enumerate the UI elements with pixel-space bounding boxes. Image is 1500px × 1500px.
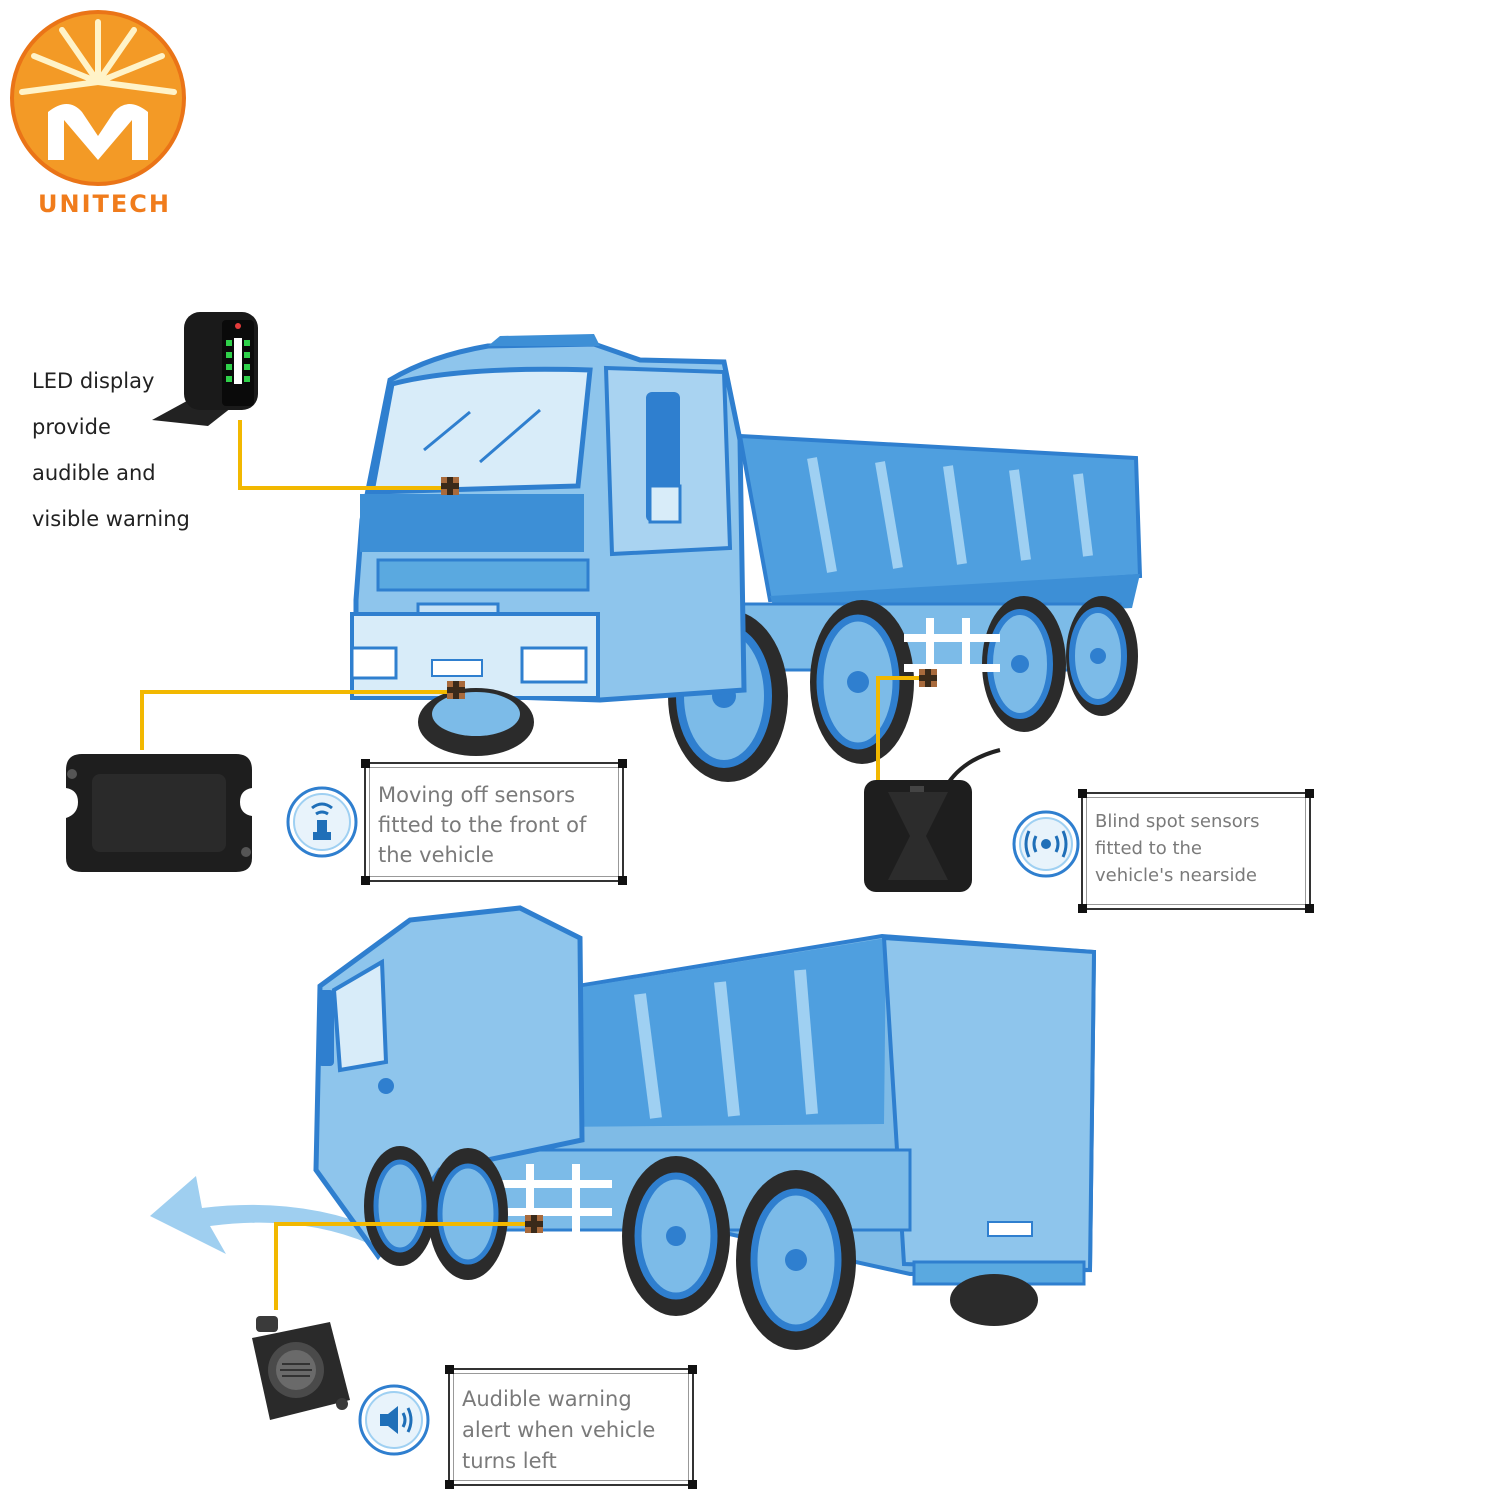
audible-buzzer-device [252,1316,350,1420]
corner-handle [445,1365,454,1374]
caption-line: visible warning [32,507,190,531]
led-display-device [152,312,258,426]
audible-alert-callout: Audible warning alert when vehicle turns… [445,1365,697,1489]
speaker-icon [358,1384,430,1456]
callout-line: fitted to the front of [378,813,587,837]
brand-name: UNITECH [38,190,171,218]
leader-lines [140,420,928,1310]
blind-spot-sensor-device [864,748,1001,892]
front-sensor-device [66,754,252,872]
sensor-marker-side [919,669,937,687]
corner-handle [1078,904,1087,913]
blind-spot-callout: Blind spot sensors fitted to the vehicle… [1078,789,1314,913]
callout-line: turns left [462,1449,557,1473]
corner-handle [445,1480,454,1489]
callout-line: the vehicle [378,843,494,867]
callout-line: Moving off sensors [378,783,576,807]
corner-handle [688,1480,697,1489]
leader-led-display [238,420,450,490]
corner-handle [1305,789,1314,798]
corner-handle [688,1365,697,1374]
sensor-marker-turn [525,1215,543,1233]
corner-handle [618,876,627,885]
unitech-logo [10,10,186,186]
leader-blind-spot [876,676,928,780]
truck-front-view [350,334,1143,782]
corner-handle [361,759,370,768]
callout-line: alert when vehicle [462,1418,656,1442]
callout-line: Audible warning [462,1387,632,1411]
sensor-markers [441,477,937,1233]
leader-audible [274,1222,534,1310]
caption-line: LED display [32,369,155,393]
caption-line: provide [32,415,111,439]
callout-line: vehicle's nearside [1095,865,1257,886]
radar-signal-icon [1012,810,1080,878]
truck-side-view [150,905,1097,1350]
callout-text: Audible warning alert when vehicle turns… [462,1384,684,1477]
callout-text: Moving off sensors fitted to the front o… [378,780,614,870]
sensor-marker-front [447,681,465,699]
sensor-marker-led [441,477,459,495]
led-display-caption: LED display provide audible and visible … [32,358,232,542]
callout-line: fitted to the [1095,838,1203,859]
callout-text: Blind spot sensors fitted to the vehicle… [1095,808,1301,889]
corner-handle [1078,789,1087,798]
corner-handle [1305,904,1314,913]
wireless-sensor-icon [286,786,358,858]
callout-line: Blind spot sensors [1095,811,1260,832]
moving-off-callout: Moving off sensors fitted to the front o… [361,759,627,885]
corner-handle [618,759,627,768]
leader-moving-off [140,690,456,750]
corner-handle [361,876,370,885]
caption-line: audible and [32,461,156,485]
